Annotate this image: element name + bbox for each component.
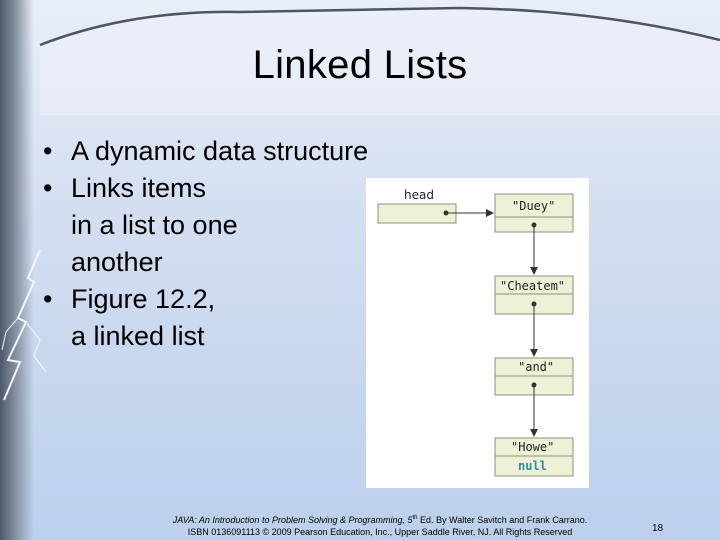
head-label: head — [404, 188, 434, 202]
footer-citation: JAVA: An Introduction to Problem Solving… — [130, 512, 630, 538]
bullet-icon: • — [43, 284, 53, 314]
bullet-item: • A dynamic data structure — [38, 133, 368, 170]
list-node — [494, 437, 574, 477]
bullet-line: another — [71, 247, 163, 277]
page-number: 18 — [652, 523, 664, 534]
bullet-line: A dynamic data structure — [71, 136, 369, 166]
footer-book-title: JAVA: An Introduction to Problem Solving… — [172, 515, 413, 525]
title-panel-decoration — [39, 6, 720, 115]
storm-edge-decoration — [0, 0, 34, 540]
bullet-item: • Links items in a list to one another — [38, 170, 368, 281]
bullet-line: Figure 12.2, — [71, 284, 216, 314]
footer-authors: Ed. By Walter Savitch and Frank Carrano. — [417, 515, 588, 525]
bullet-icon: • — [43, 136, 53, 166]
bullet-line: Links items — [71, 173, 207, 203]
bullet-icon: • — [43, 173, 53, 203]
node-value: "Howe" — [511, 440, 555, 454]
bullet-item: • Figure 12.2, a linked list — [38, 281, 368, 355]
bullet-line: in a list to one — [71, 210, 238, 240]
node-value: "Cheatem" — [500, 279, 566, 293]
node-value: "Duey" — [512, 199, 556, 213]
null-value: null — [518, 459, 547, 473]
footer-edition-suffix: th — [412, 515, 418, 521]
bullet-line: a linked list — [71, 321, 205, 351]
footer-isbn: ISBN 0136091113 © 2009 Pearson Education… — [187, 527, 573, 537]
bullet-list: • A dynamic data structure • Links items… — [38, 133, 368, 355]
linked-list-diagram — [377, 193, 574, 477]
page-title: Linked Lists — [252, 43, 468, 87]
linked-list-figure: head "Duey" "Cheatem" "and" "Howe" null — [366, 178, 589, 488]
node-value: "and" — [518, 360, 555, 374]
lightning-icon — [1, 249, 47, 401]
